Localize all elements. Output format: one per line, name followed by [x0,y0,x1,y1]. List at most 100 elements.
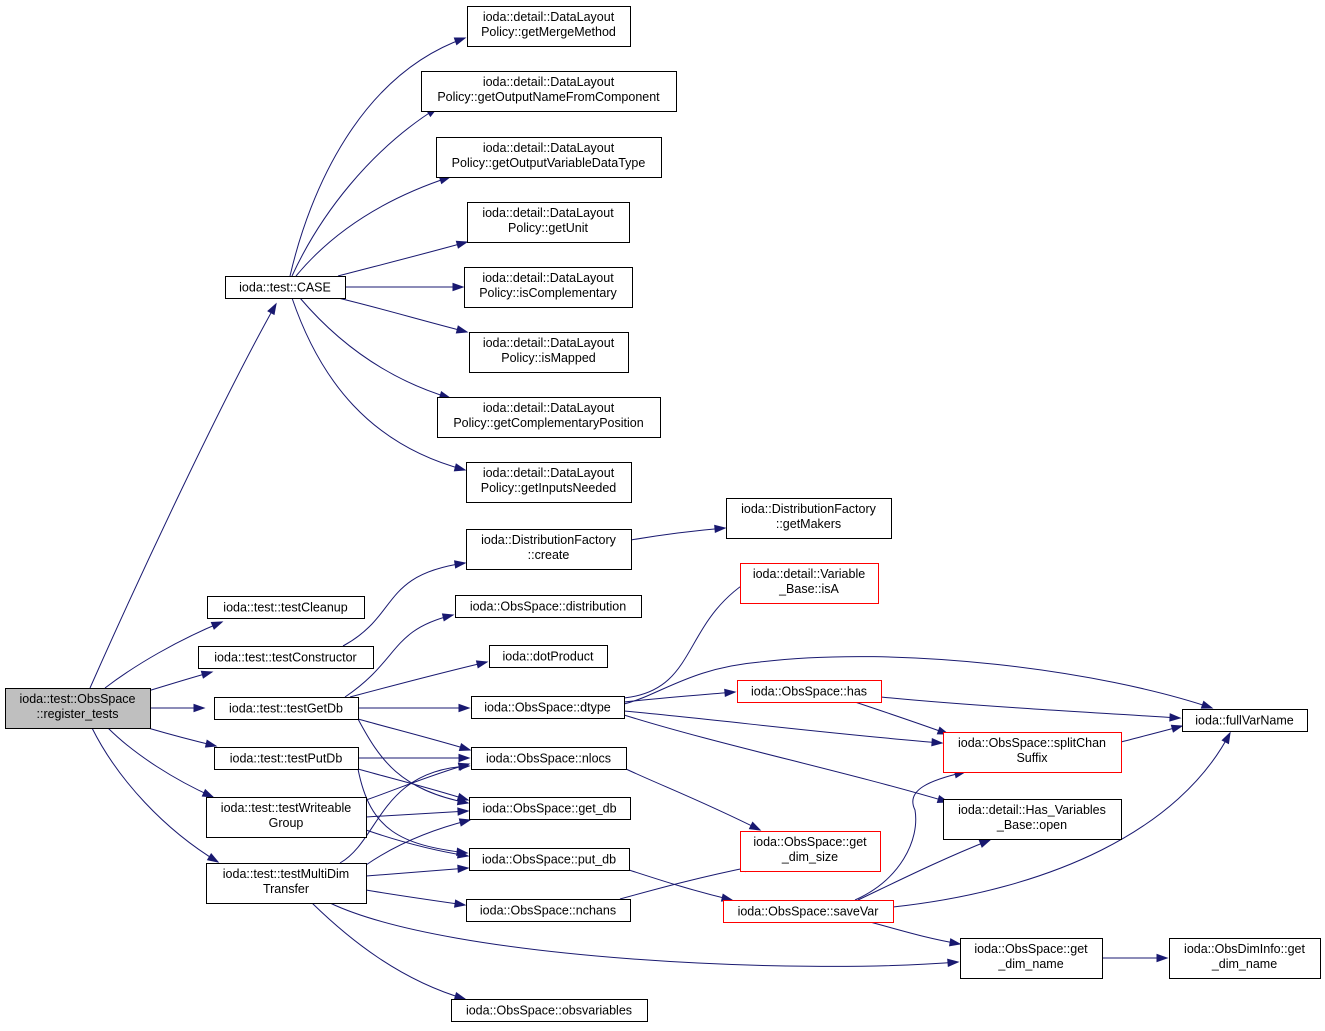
arrowhead-icon [455,325,469,334]
node-getOutputNameFromComponent[interactable]: ioda::detail::DataLayoutPolicy::getOutpu… [421,71,677,112]
arrowhead-icon [724,688,737,698]
edge-case-to-isComplementary [345,282,465,292]
node-label: Policy::getMergeMethod [481,25,616,39]
node-box [471,696,625,719]
node-label: ::getMakers [776,517,841,531]
edge-case-to-isMapped [337,297,469,334]
node-get_db[interactable]: ioda::ObsSpace::get_db [469,797,631,820]
node-label: ioda::test::testWriteable [221,801,351,815]
arrowhead-icon [452,282,465,292]
node-dimInfoGetDimName[interactable]: ioda::ObsDimInfo::get_dim_name [1169,938,1321,979]
node-label: ioda::ObsSpace::saveVar [738,905,879,919]
node-label: ioda::detail::DataLayout [483,466,615,480]
node-box [421,71,677,112]
arrowhead-icon [1156,953,1169,963]
edge-saveVar-to-getDimName [869,921,962,947]
node-label: _Base::isA [778,582,839,596]
node-nchans[interactable]: ioda::ObsSpace::nchans [466,899,631,922]
edge-saveVar-to-fullVarName [892,731,1231,908]
node-testGetDb[interactable]: ioda::test::testGetDb [214,697,359,720]
node-box [943,732,1122,773]
node-hasVarOpen[interactable]: ioda::detail::Has_Variables_Base::open [943,799,1122,840]
node-label: ::register_tests [37,707,119,721]
node-label: ::create [528,548,570,562]
arrowhead-icon [458,742,472,752]
arrowhead-icon [458,703,471,713]
arrowhead-icon [204,739,218,748]
node-label: Policy::isMapped [501,351,596,365]
node-box [466,529,632,570]
arrowhead-icon [441,613,455,622]
node-label: Suffix [1016,751,1048,765]
node-getInputsNeeded[interactable]: ioda::detail::DataLayoutPolicy::getInput… [466,462,632,503]
node-dtype[interactable]: ioda::ObsSpace::dtype [471,696,625,719]
edge-testMultiDimTransfer-to-put_db [365,864,470,877]
node-label: Policy::isComplementary [479,286,617,300]
edge-case-to-getComplementaryPosition [299,297,452,400]
node-getMergeMethod[interactable]: ioda::detail::DataLayoutPolicy::getMerge… [467,6,631,47]
node-box [469,848,630,871]
node-nlocs[interactable]: ioda::ObsSpace::nlocs [471,747,627,770]
node-label: ioda::test::testCleanup [223,601,347,615]
node-label: ioda::detail::DataLayout [482,206,614,220]
node-box [5,688,151,729]
node-box [740,831,881,872]
node-distGetMakers[interactable]: ioda::DistributionFactory::getMakers [726,498,892,539]
node-box [206,863,367,904]
node-has[interactable]: ioda::ObsSpace::has [737,680,882,703]
node-register_tests[interactable]: ioda::test::ObsSpace::register_tests [5,688,151,729]
node-isComplementary[interactable]: ioda::detail::DataLayoutPolicy::isComple… [464,267,633,308]
arrowhead-icon [454,899,467,908]
node-saveVar[interactable]: ioda::ObsSpace::saveVar [723,900,894,923]
arrowhead-icon [200,670,214,679]
node-isA[interactable]: ioda::detail::Variable_Base::isA [740,563,879,604]
node-distCreate[interactable]: ioda::DistributionFactory::create [466,529,632,570]
node-label: ioda::detail::Has_Variables [958,803,1106,817]
node-label: ioda::detail::DataLayout [483,10,615,24]
edge-testGetDb-to-dotProduct [349,660,489,698]
node-dotProduct[interactable]: ioda::dotProduct [489,645,608,668]
node-label: ioda::ObsSpace::splitChan [958,736,1106,750]
edge-has-to-splitChanSuffix [854,701,950,735]
node-getDimSize[interactable]: ioda::ObsSpace::get_dim_size [740,831,881,872]
node-label: ioda::fullVarName [1195,714,1293,728]
edge-nchans-to-getDimSize [619,863,757,900]
edge-testWriteableGroup-to-get_db [365,807,470,818]
arrowhead-icon [453,991,467,1001]
arrowhead-icon [453,37,467,46]
node-testPutDb[interactable]: ioda::test::testPutDb [214,747,359,770]
node-getComplementaryPosition[interactable]: ioda::detail::DataLayoutPolicy::getCompl… [437,397,661,438]
arrowhead-icon [206,852,220,863]
node-testConstructor[interactable]: ioda::test::testConstructor [198,646,374,669]
node-label: ioda::ObsDimInfo::get [1184,942,1305,956]
edge-dtype-to-splitChanSuffix [623,710,944,747]
node-box [466,462,632,503]
node-obsvariables[interactable]: ioda::ObsSpace::obsvariables [451,999,648,1022]
node-label: ioda::detail::DataLayout [482,271,614,285]
node-put_db[interactable]: ioda::ObsSpace::put_db [469,848,630,871]
node-case[interactable]: ioda::test::CASE [225,276,346,299]
node-box [1182,709,1308,732]
node-label: ioda::ObsSpace::dtype [484,701,611,715]
node-distribution[interactable]: ioda::ObsSpace::distribution [455,595,642,618]
edge-testMultiDimTransfer-to-getDimName [329,902,960,968]
node-label: ioda::test::ObsSpace [19,692,135,706]
node-label: Policy::getOutputVariableDataType [452,156,646,170]
arrowhead-icon [947,958,960,968]
node-box [469,332,629,373]
node-getDimName[interactable]: ioda::ObsSpace::get_dim_name [960,938,1103,979]
node-testCleanup[interactable]: ioda::test::testCleanup [207,596,365,619]
arrowhead-icon [458,762,471,771]
edge-testMultiDimTransfer-to-get_db [365,818,472,866]
node-label: ioda::detail::Variable [753,567,865,581]
node-box [207,596,365,619]
node-fullVarName[interactable]: ioda::fullVarName [1182,709,1308,732]
arrowhead-icon [1169,713,1182,722]
node-getOutputVariableDataType[interactable]: ioda::detail::DataLayoutPolicy::getOutpu… [436,137,662,178]
